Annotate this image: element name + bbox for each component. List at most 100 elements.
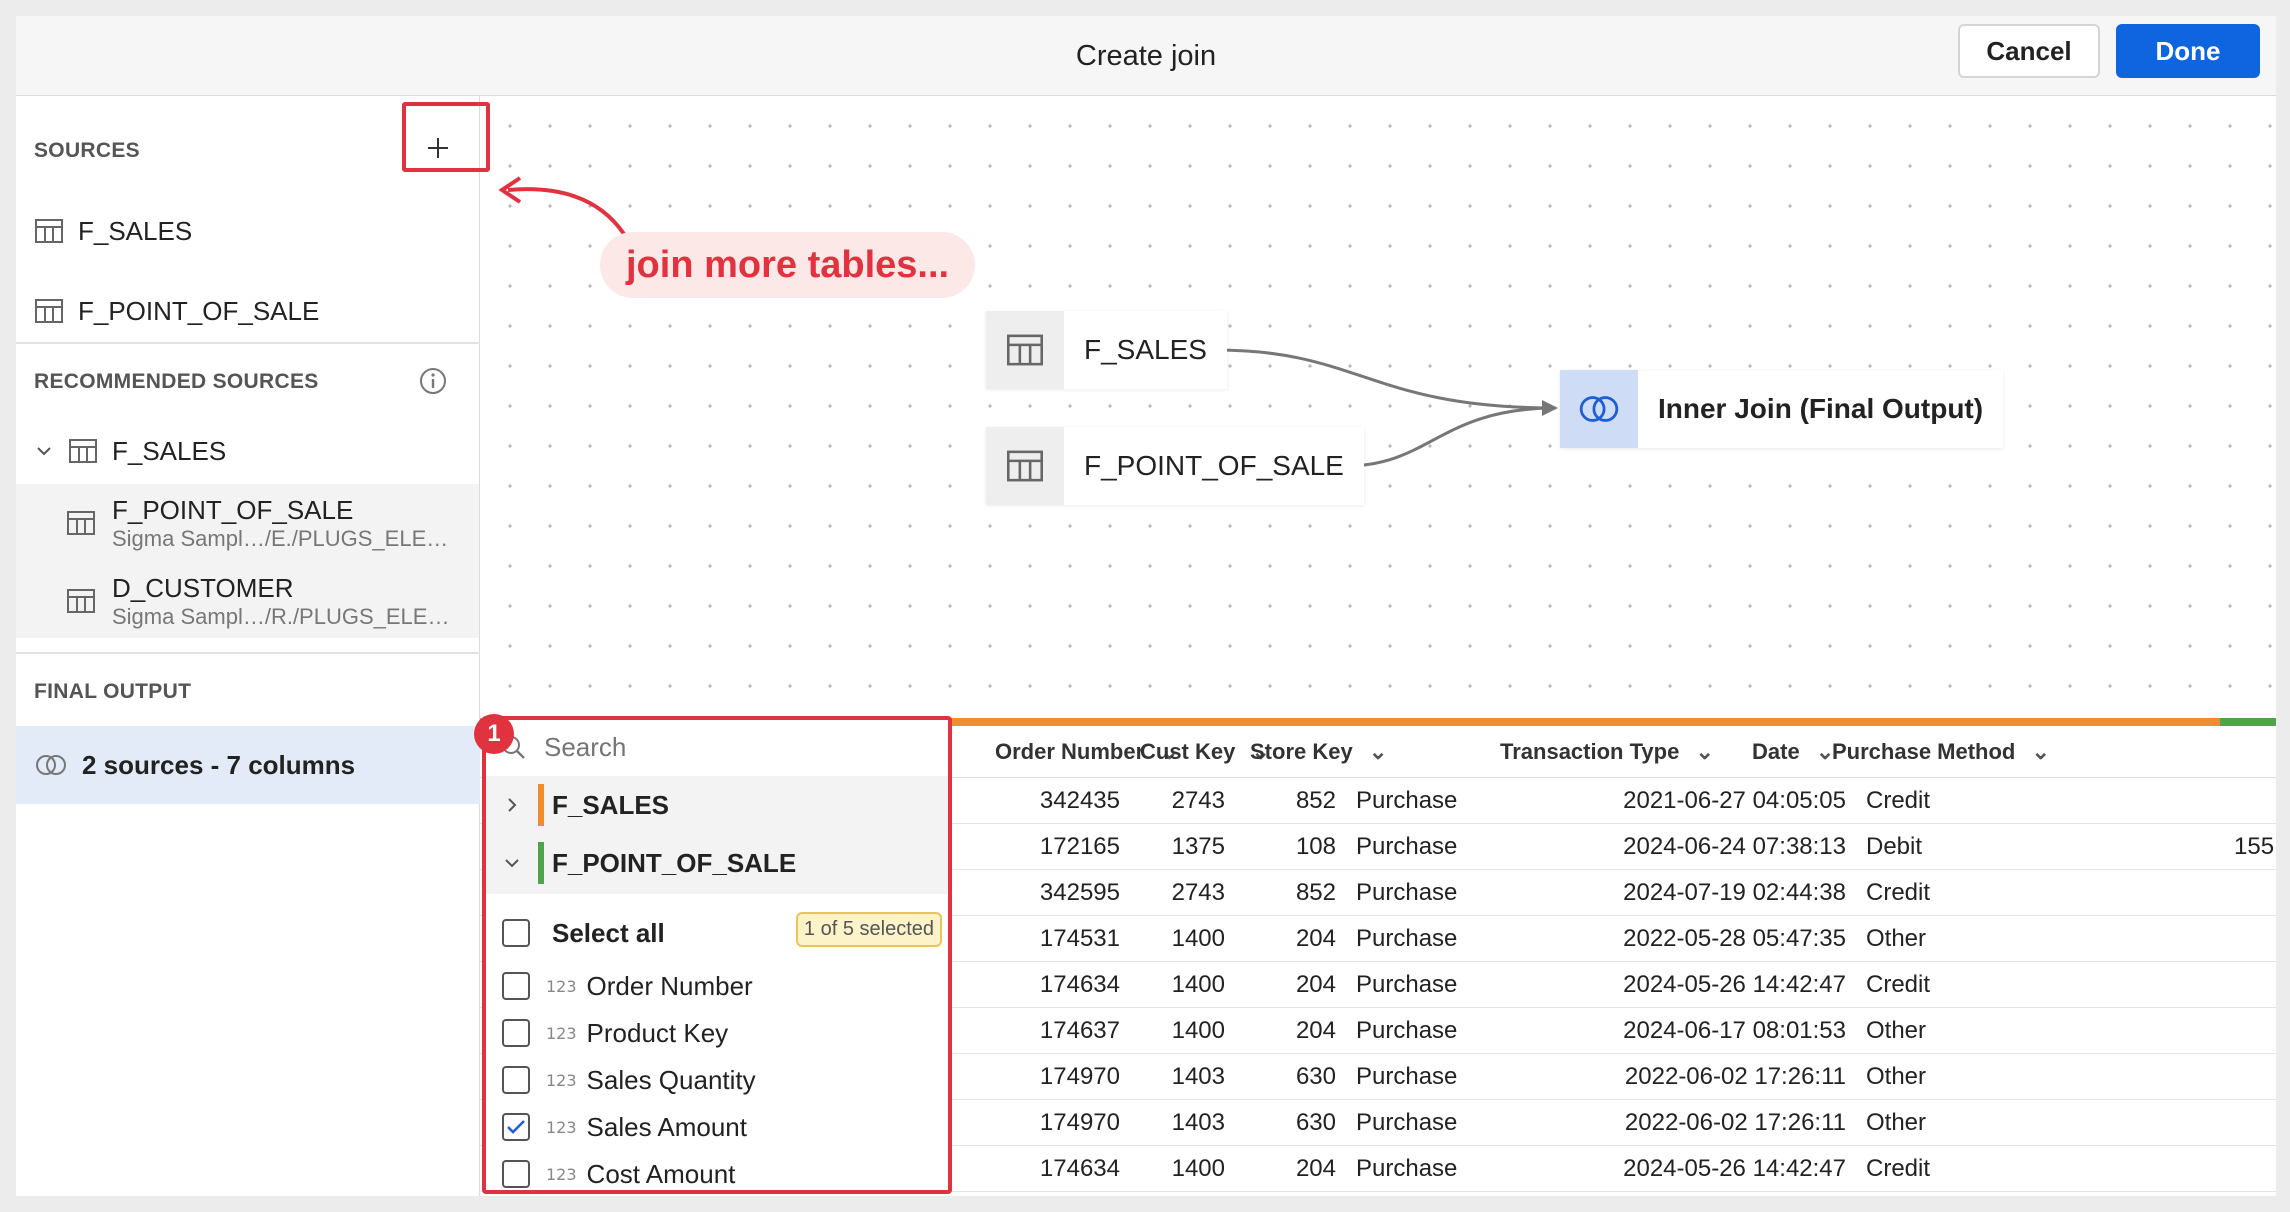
table-cell: 204 (1295, 1155, 1336, 1182)
column-header-purchase-method[interactable]: Purchase Method ⌄ (1832, 739, 2050, 764)
search-input[interactable] (542, 730, 902, 764)
table-cell: 1400 (1171, 971, 1225, 998)
create-join-dialog: Create join Cancel Done SOURCES F_SALES … (16, 16, 2276, 1196)
chevron-down-icon[interactable]: ⌄ (1815, 739, 1835, 764)
column-option[interactable]: 123 Product Key (502, 1011, 728, 1055)
recommended-path: Sigma Sampl…/R./PLUGS_ELE… (112, 603, 450, 629)
table-cell: 174531 (1039, 925, 1120, 952)
column-header-cust-key[interactable]: Cust Key ⌄ (1140, 739, 1270, 764)
table-cell: 204 (1295, 925, 1336, 952)
table-cell: Credit (1866, 1155, 1931, 1182)
table-cell: Credit (1866, 787, 1931, 814)
column-header-order-number[interactable]: Order Number ⌄ (995, 739, 1179, 764)
chevron-down-icon[interactable] (34, 441, 54, 461)
source-node-f-point-of-sale[interactable]: F_POINT_OF_SALE (986, 427, 1364, 505)
table-cell: 1375 (1171, 833, 1225, 860)
number-type-icon: 123 (546, 1117, 577, 1137)
info-icon[interactable] (418, 366, 448, 396)
group-label: F_POINT_OF_SALE (552, 847, 797, 878)
table-cell: 174634 (1039, 971, 1120, 998)
add-source-button[interactable] (418, 128, 458, 168)
source-label: F_POINT_OF_SALE (78, 295, 320, 326)
table-cell: 174970 (1039, 1109, 1120, 1136)
group-f-sales[interactable]: F_SALES (502, 776, 669, 834)
table-cell: Purchase (1356, 971, 1458, 998)
table-cell: Other (1866, 1109, 1927, 1136)
join-canvas[interactable]: F_SALES F_POINT_OF_SALE Inner Join (Fina… (480, 96, 2276, 726)
table-cell: Purchase (1356, 787, 1458, 814)
table-icon (67, 589, 95, 613)
source-color-strip-green (2220, 718, 2276, 726)
source-label: F_SALES (78, 215, 193, 246)
column-header-transaction-type[interactable]: Transaction Type ⌄ (1500, 739, 1714, 764)
table-cell: 1403 (1171, 1109, 1225, 1136)
chevron-down-icon[interactable]: ⌄ (1695, 739, 1714, 764)
table-cell: 174637 (1039, 1017, 1120, 1044)
recommended-item-d-customer[interactable]: D_CUSTOMER Sigma Sampl…/R./PLUGS_ELE… (16, 562, 480, 640)
table-cell-overflow: 155 (2234, 833, 2275, 860)
recommended-item-f-point-of-sale[interactable]: F_POINT_OF_SALE Sigma Sampl…/E./PLUGS_EL… (16, 484, 480, 562)
recommended-parent-f-sales[interactable]: F_SALES (16, 424, 480, 478)
select-all-checkbox[interactable] (502, 919, 530, 947)
checkbox[interactable] (502, 1160, 530, 1188)
dialog-title: Create join (1075, 40, 1217, 72)
column-option-label: Product Key (586, 1017, 729, 1048)
chevron-right-icon[interactable] (502, 795, 522, 815)
chevron-down-icon[interactable]: ⌄ (1368, 739, 1388, 764)
source-node-f-sales[interactable]: F_SALES (986, 311, 1227, 389)
final-output-summary: 2 sources - 7 columns (82, 749, 356, 780)
source-item-f-point-of-sale[interactable]: F_POINT_OF_SALE (16, 284, 480, 338)
chevron-down-icon[interactable]: ⌄ (2031, 739, 2050, 764)
column-header-date[interactable]: Date ⌄ (1752, 739, 1835, 764)
select-all-row[interactable]: Select all 1 of 5 selected (502, 908, 942, 958)
final-output-item[interactable]: 2 sources - 7 columns (16, 726, 480, 804)
checkbox[interactable] (502, 972, 530, 1000)
checkbox[interactable] (502, 1066, 530, 1094)
join-node-inner-join[interactable]: Inner Join (Final Output) (1560, 370, 2004, 448)
table-cell: Other (1866, 1017, 1927, 1044)
chevron-down-icon[interactable] (502, 853, 522, 873)
table-cell: 2024-07-19 02:44:38 (1623, 879, 1846, 906)
table-cell: Other (1866, 1063, 1927, 1090)
join-icon (1579, 396, 1619, 422)
checkbox[interactable] (502, 1019, 530, 1047)
group-color-bar (538, 842, 544, 884)
table-cell: 2024-05-26 14:42:47 (1623, 1155, 1846, 1182)
column-header-store-key[interactable]: Store Key ⌄ (1250, 739, 1388, 764)
table-icon (67, 511, 95, 535)
dialog-header: Create join Cancel Done (16, 16, 2276, 96)
node-label: F_POINT_OF_SALE (1084, 450, 1344, 481)
table-cell: Purchase (1356, 1017, 1458, 1044)
chevron-down-icon[interactable]: ⌄ (1251, 739, 1270, 764)
done-button[interactable]: Done (2116, 24, 2260, 78)
group-label: F_SALES (552, 789, 670, 820)
table-cell: 2024-06-24 07:38:13 (1623, 833, 1846, 860)
table-cell: Purchase (1356, 1063, 1458, 1090)
search-field[interactable] (486, 720, 948, 774)
number-type-icon: 123 (546, 1023, 577, 1043)
source-item-f-sales[interactable]: F_SALES (16, 204, 480, 258)
chevron-down-icon[interactable]: ⌄ (1160, 739, 1179, 764)
recommended-label: D_CUSTOMER (112, 572, 294, 603)
checked-checkbox[interactable] (502, 1113, 530, 1141)
recommended-parent-label: F_SALES (112, 435, 227, 466)
table-cell: 1400 (1171, 1017, 1225, 1044)
check-icon (507, 1120, 525, 1134)
divider (16, 652, 480, 654)
group-f-point-of-sale[interactable]: F_POINT_OF_SALE (502, 834, 796, 892)
annotation-highlight-add-source (402, 102, 490, 172)
table-cell: Credit (1866, 879, 1931, 906)
table-cell: 342595 (1039, 879, 1120, 906)
divider (16, 342, 480, 344)
cancel-button[interactable]: Cancel (1958, 24, 2100, 78)
